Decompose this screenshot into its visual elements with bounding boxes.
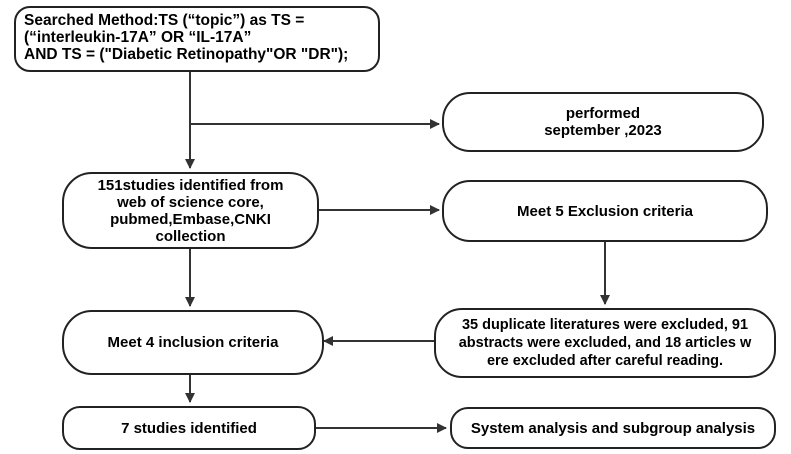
excluded-line-2: abstracts were excluded, and 18 articles…	[458, 335, 752, 351]
performed-box: performed september ,2023	[442, 92, 764, 152]
excluded-line-1: 35 duplicate literatures were excluded, …	[461, 317, 749, 333]
performed-line-2: september ,2023	[544, 122, 662, 139]
inclusion-criteria-label: Meet 4 inclusion criteria	[107, 334, 279, 351]
analysis-label: System analysis and subgroup analysis	[470, 419, 756, 437]
search-method-line-1: Searched Method:TS (“topic”) as TS =	[24, 12, 305, 29]
search-method-box: Searched Method:TS (“topic”) as TS = (“i…	[14, 6, 380, 72]
excluded-articles-box: 35 duplicate literatures were excluded, …	[434, 308, 776, 378]
search-method-line-3: AND TS = ("Diabetic Retinopathy"OR "DR")…	[24, 46, 349, 63]
studies-identified-box: 151studies identified from web of scienc…	[62, 172, 319, 249]
exclusion-criteria-box: Meet 5 Exclusion criteria	[442, 180, 768, 242]
seven-studies-box: 7 studies identified	[62, 406, 316, 450]
search-method-line-2: (“interleukin-17A” OR “IL-17A”	[24, 29, 252, 46]
inclusion-criteria-box: Meet 4 inclusion criteria	[62, 310, 324, 375]
exclusion-criteria-label: Meet 5 Exclusion criteria	[517, 202, 693, 220]
studies-identified-line-3: pubmed,Embase,CNKI	[110, 210, 271, 228]
studies-identified-line-1: 151studies identified from	[97, 176, 284, 194]
studies-identified-line-2: web of science core,	[117, 193, 264, 211]
seven-studies-label: 7 studies identified	[121, 419, 257, 437]
excluded-line-3: ere excluded after careful reading.	[486, 353, 724, 369]
studies-identified-line-4: collection	[155, 227, 226, 245]
performed-line-1: performed	[565, 105, 641, 122]
analysis-box: System analysis and subgroup analysis	[450, 407, 776, 449]
